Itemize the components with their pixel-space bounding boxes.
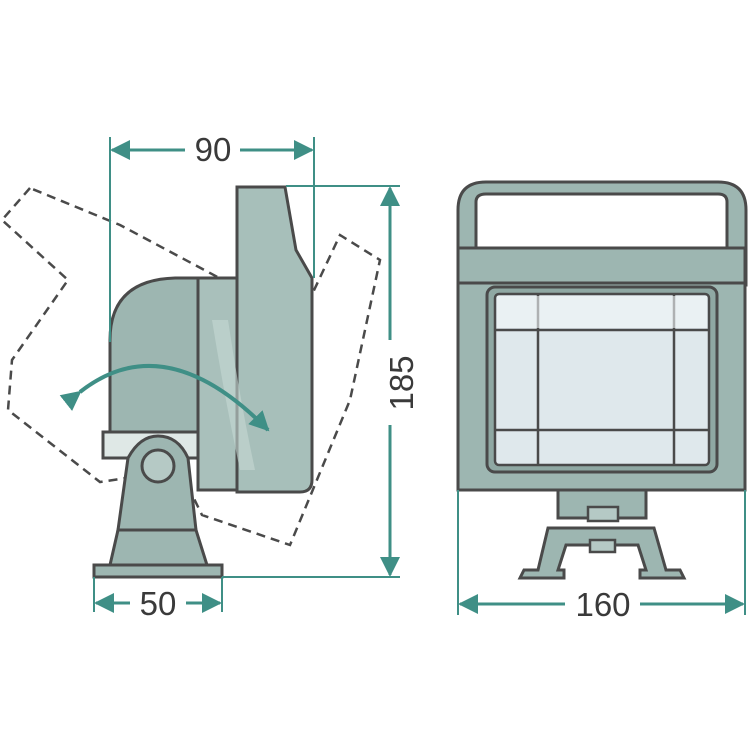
pivot-bolt (140, 448, 176, 484)
dimension-lines (93, 137, 746, 615)
front-mount-pivot (588, 538, 617, 554)
stand-base-plate (92, 563, 224, 579)
base-dimension-label: 50 (140, 585, 177, 622)
front-mount-bracket (517, 526, 687, 580)
side-view (0, 185, 382, 579)
front-mount-bolt (586, 505, 620, 523)
stand-foot (108, 528, 210, 567)
width-dimension-label: 160 (575, 586, 630, 623)
lens-reflection (497, 296, 707, 328)
rotation-arrow (59, 363, 270, 432)
height-dimension-label: 185 (383, 355, 420, 410)
handle-opening (474, 192, 729, 250)
lens-glass (493, 292, 711, 467)
depth-dimension-label: 90 (195, 131, 232, 168)
front-view (456, 180, 748, 580)
tilt-range-outline (0, 186, 382, 547)
